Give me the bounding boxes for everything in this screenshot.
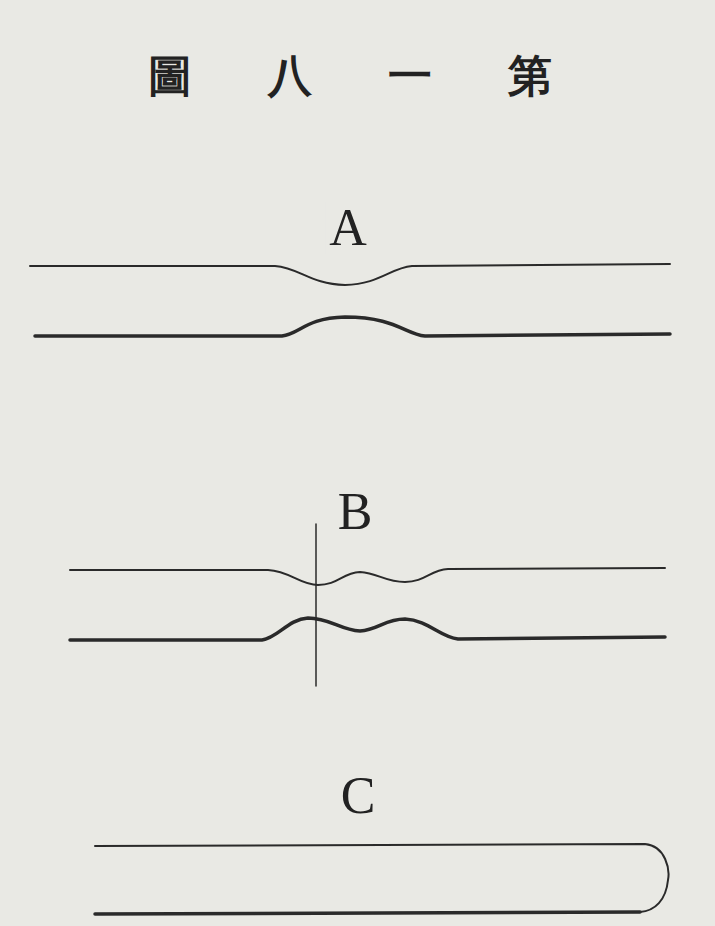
lower-line [95, 912, 640, 914]
figure-letter: C [337, 770, 380, 822]
section-line [315, 524, 317, 686]
figure-title: 圖八一第 [72, 47, 628, 106]
lower-line [70, 618, 665, 640]
folded-end [95, 844, 668, 912]
upper-line [70, 568, 665, 585]
upper-line [30, 264, 670, 285]
figure-letter: A [325, 202, 371, 254]
lower-line [35, 317, 670, 336]
figure-letter: B [334, 486, 377, 538]
